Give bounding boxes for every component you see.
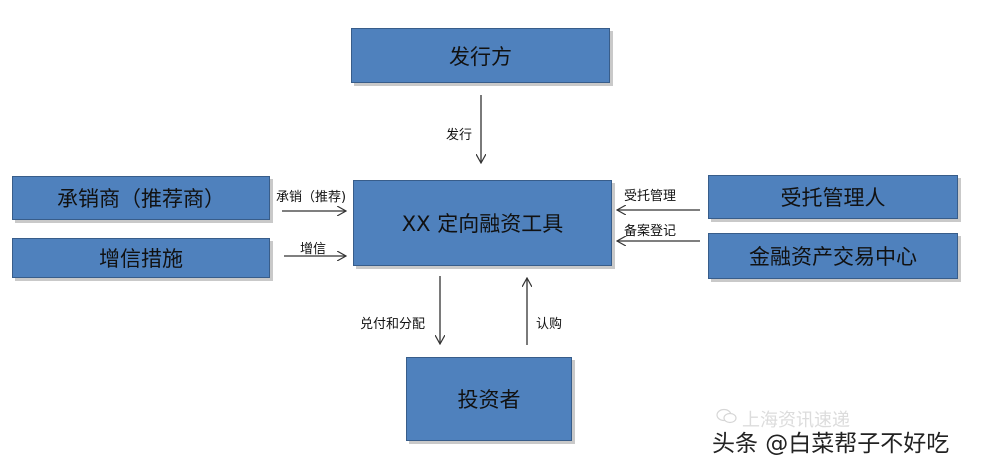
label-payment-distribution: 兑付和分配 — [360, 317, 426, 332]
label-subscription: 认购 — [536, 317, 563, 332]
node-credit-enhancement: 增信措施 — [12, 238, 270, 278]
node-issuer: 发行方 — [351, 28, 610, 83]
node-instrument: XX 定向融资工具 — [353, 180, 612, 266]
watermark-source: 上海资讯速递 — [742, 410, 850, 431]
label-trust-management: 受托管理 — [624, 189, 677, 204]
label-filing-registration: 备案登记 — [624, 224, 677, 239]
label-enhance: 增信 — [300, 242, 327, 257]
node-investor: 投资者 — [406, 357, 572, 441]
watermark-author: 头条 @白菜帮子不好吃 — [712, 431, 950, 457]
node-underwriter: 承销商（推荐商） — [12, 176, 270, 220]
label-underwrite: 承销（推荐) — [276, 190, 347, 205]
wechat-watermark-icon — [716, 408, 737, 424]
node-exchange-center: 金融资产交易中心 — [708, 233, 958, 279]
label-issue: 发行 — [446, 128, 473, 143]
node-trustee: 受托管理人 — [708, 175, 958, 219]
